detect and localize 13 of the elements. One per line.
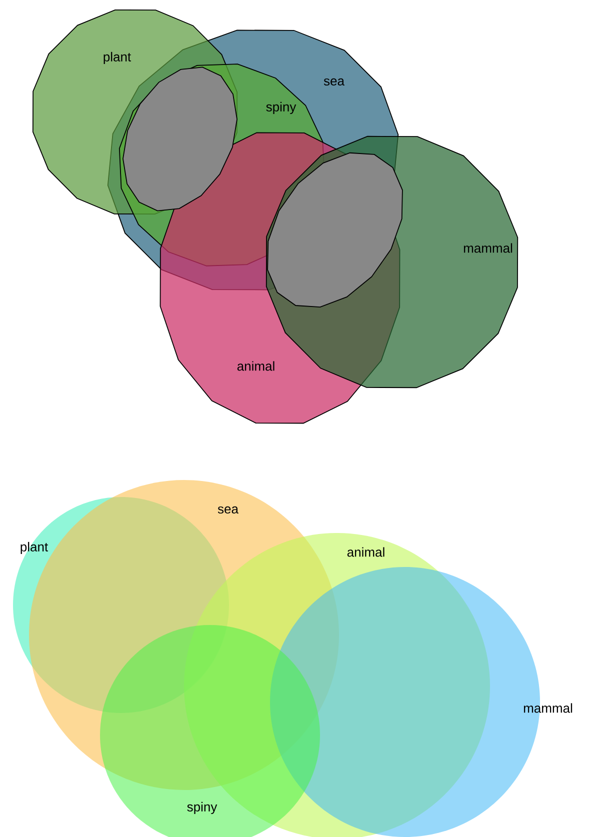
overlap-region: [267, 152, 403, 308]
set-label: animal: [237, 361, 274, 371]
set-label: mammal: [524, 703, 572, 713]
set-label: mammal: [464, 243, 512, 253]
set-label: plant: [20, 542, 48, 554]
overlap-region: [122, 66, 238, 212]
set-label: spiny: [266, 102, 296, 114]
set-label: animal: [347, 547, 384, 557]
set-label: sea: [218, 506, 238, 514]
set-label: plant: [104, 52, 131, 64]
set-label: sea: [324, 78, 344, 86]
set-label: spiny: [187, 802, 218, 814]
set-region: [100, 625, 320, 837]
